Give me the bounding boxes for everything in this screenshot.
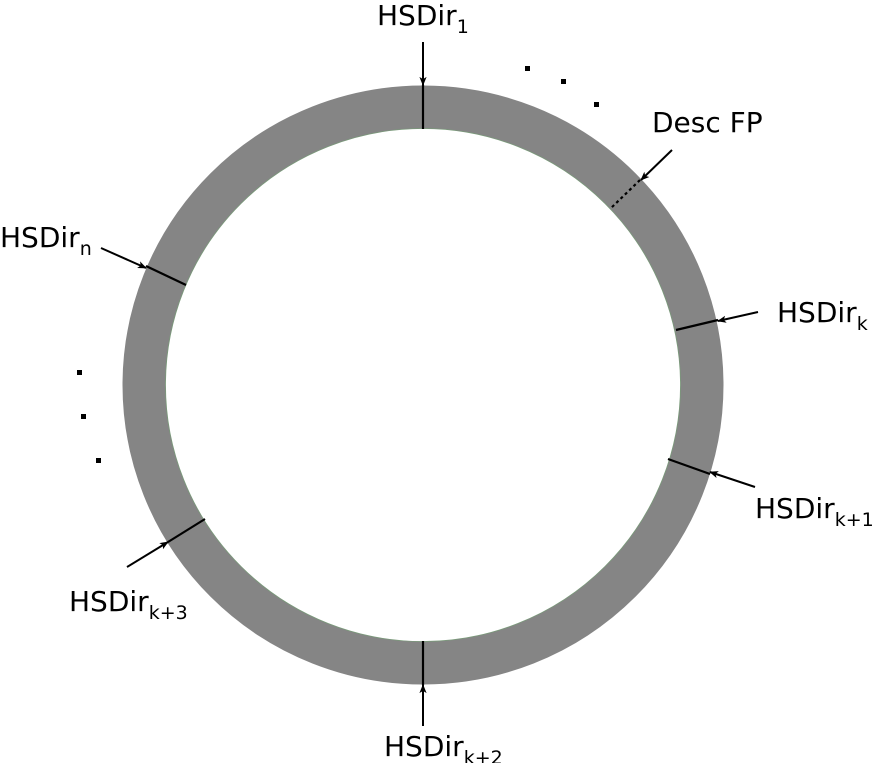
- tick-hsdir-n: [145, 265, 187, 286]
- arrow-hsdir-n: [100, 247, 147, 269]
- tick-desc-fp: [609, 179, 641, 210]
- label-hsdir-n: HSDirn: [0, 221, 92, 260]
- tick-hsdir-k1: [667, 457, 711, 476]
- ring-inner-edge: [165, 128, 681, 642]
- ellipsis-top-right: [525, 66, 599, 107]
- hash-ring: [122, 85, 724, 685]
- label-desc-fp: Desc FP: [652, 106, 763, 139]
- label-hsdir-k1: HSDirk+1: [755, 492, 874, 531]
- node-ticks: [145, 85, 719, 685]
- pointer-arrows: [100, 42, 759, 726]
- arrow-hsdir-k3: [126, 541, 169, 568]
- label-hsdir-1: HSDir1: [377, 0, 469, 38]
- label-hsdir-k2: HSDirk+2: [384, 730, 503, 763]
- label-hsdir-k3: HSDirk+3: [69, 585, 188, 624]
- tick-hsdir-k: [675, 318, 719, 332]
- label-hsdir-k: HSDirk: [777, 296, 868, 335]
- ellipsis-left: [77, 370, 101, 463]
- ring-band: [122, 85, 724, 685]
- arrow-desc-fp: [640, 149, 673, 181]
- tick-hsdir-k3: [167, 518, 206, 543]
- arrow-hsdir-k1: [709, 471, 756, 488]
- arrow-hsdir-k: [717, 311, 759, 323]
